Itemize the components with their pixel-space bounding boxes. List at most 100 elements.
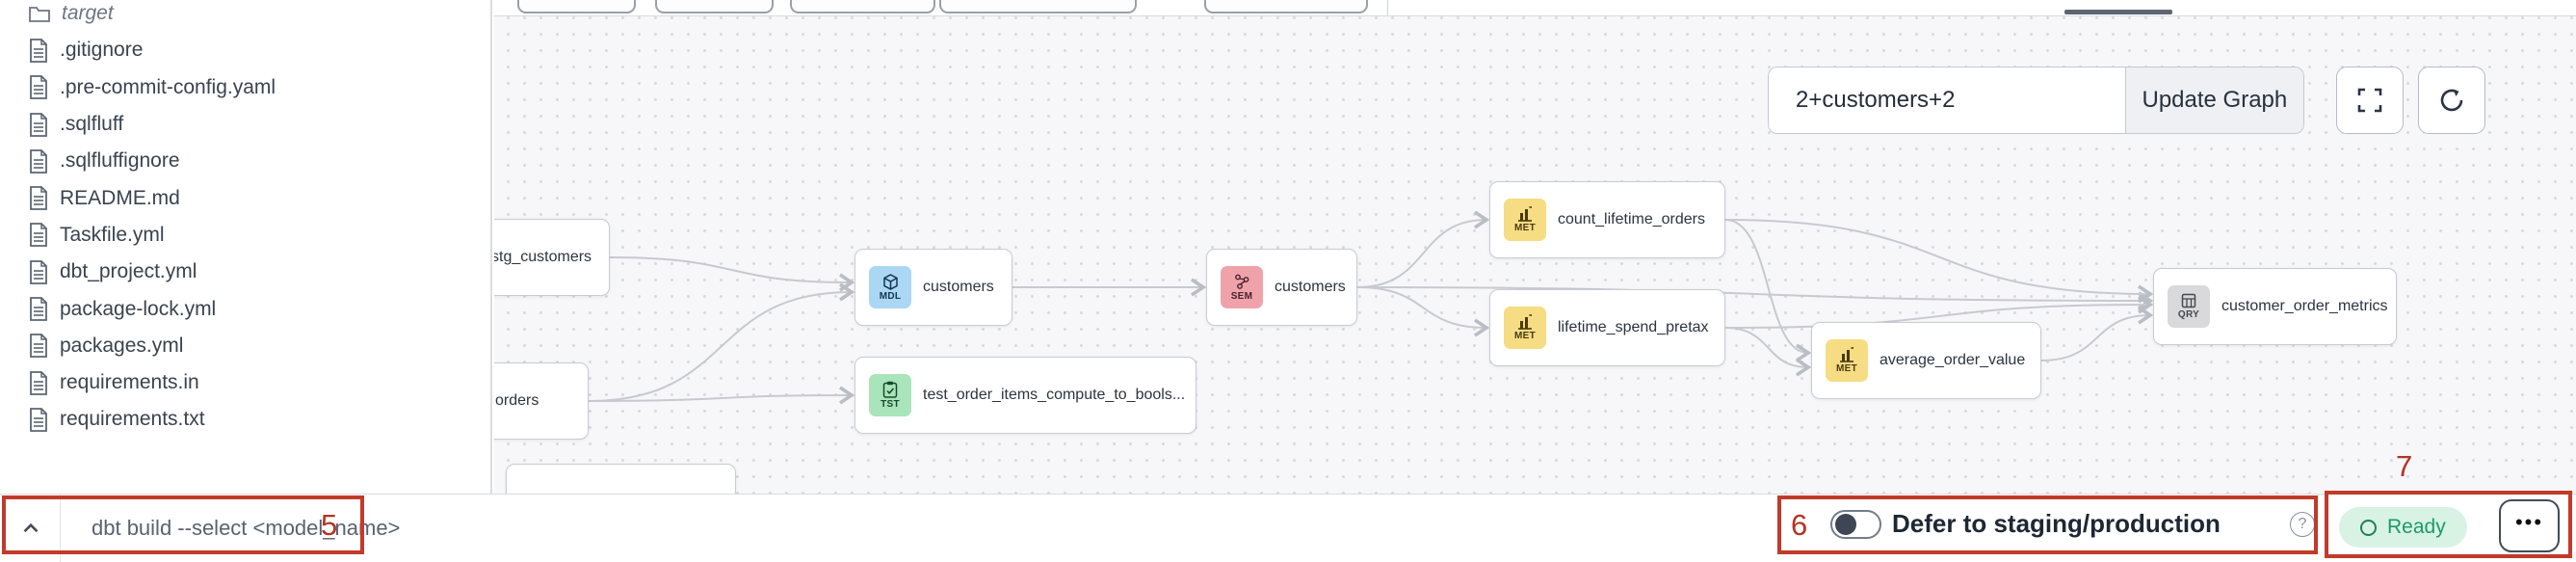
node-label: stg_customers	[494, 249, 592, 265]
status-badge[interactable]: Ready	[2339, 507, 2467, 548]
file-icon	[30, 186, 47, 211]
graph-node-count_lifetime_orders[interactable]: MET count_lifetime_orders	[1489, 181, 1725, 258]
graph-node-average_order_value[interactable]: MET average_order_value	[1811, 322, 2041, 399]
graph-edges	[588, 210, 2154, 405]
file-name: package-lock.yml	[60, 297, 217, 320]
node-label: customer_order_metrics	[2221, 298, 2388, 314]
file-name: Taskfile.yml	[60, 223, 165, 246]
toolbar-button-partial-1[interactable]	[517, 0, 636, 13]
graph-edge-stg_customers-to-customers_mdl	[609, 256, 855, 292]
graph-edge-orders-to-customers_mdl	[588, 282, 855, 402]
file-row-requirements-in[interactable]: requirements.in	[0, 364, 490, 401]
lineage-graph-canvas[interactable]: MDLstg_customersMDLorders MDL customersTST…	[494, 0, 2576, 494]
file-row--pre-commit-config-yaml[interactable]: .pre-commit-config.yaml	[0, 69, 490, 106]
graph-edge-customers_sem-to-lifetime_spend_pretax	[1356, 286, 1490, 337]
node-label: count_lifetime_orders	[1558, 211, 1705, 227]
met-badge-icon: MET	[1826, 339, 1868, 382]
file-icon	[30, 297, 47, 321]
file-icon	[30, 408, 47, 432]
file-row-requirements-txt[interactable]: requirements.txt	[0, 401, 490, 438]
file-row-package-lock-yml[interactable]: package-lock.yml	[0, 290, 490, 327]
fullscreen-button[interactable]	[2336, 67, 2404, 134]
file-list: target .gitignore .pre-commit-config.yaml.…	[0, 0, 490, 439]
file-name: requirements.txt	[60, 408, 205, 431]
file-name: README.md	[60, 186, 180, 209]
horizontal-scrollbar-thumb[interactable]	[2064, 10, 2172, 14]
file-icon	[30, 148, 47, 174]
refresh-icon	[2440, 89, 2463, 112]
toggle-knob	[1835, 514, 1856, 535]
status-text: Ready	[2387, 516, 2446, 538]
fullscreen-icon	[2357, 88, 2382, 113]
qry-badge-icon: QRY	[2168, 285, 2210, 328]
command-bar	[0, 494, 2576, 562]
file-row-readme-md[interactable]: README.md	[0, 179, 490, 216]
file-row--sqlfluffignore[interactable]: .sqlfluffignore	[0, 143, 490, 179]
file-name: target	[62, 2, 114, 25]
file-row--sqlfluff[interactable]: .sqlfluff	[0, 106, 490, 143]
toolbar-button-partial-4[interactable]	[939, 0, 1137, 13]
node-label: average_order_value	[1879, 352, 2026, 368]
status-ring-icon	[2360, 519, 2377, 536]
file-row-packages-yml[interactable]: packages.yml	[0, 328, 490, 364]
graph-node-lifetime_spend_pretax[interactable]: MET lifetime_spend_pretax	[1489, 289, 1725, 366]
file-name: dbt_project.yml	[60, 260, 197, 283]
file-name: .sqlfluff	[60, 113, 124, 136]
graph-edge-lifetime_spend_pretax-to-customer_order_metrics	[1724, 295, 2154, 329]
toolbar-divider	[1387, 0, 1388, 15]
more-options-button[interactable]: •••	[2499, 499, 2560, 552]
defer-toggle[interactable]	[1830, 510, 1881, 539]
node-label: customers	[1275, 279, 1346, 295]
graph-edge-count_lifetime_orders-to-average_order_value	[1724, 219, 1812, 362]
file-icon	[30, 223, 47, 248]
defer-label: Defer to staging/production	[1892, 509, 2221, 538]
graph-selector-input[interactable]	[1769, 67, 2125, 133]
file-icon	[30, 112, 47, 137]
toolbar-button-partial-3[interactable]	[790, 0, 935, 13]
update-graph-button[interactable]: Update Graph	[2124, 67, 2303, 133]
node-label: lifetime_spend_pretax	[1558, 319, 1709, 335]
mdl-badge-icon: MDL	[869, 266, 911, 308]
graph-node-customer_order_metrics[interactable]: QRY customer_order_metrics	[2153, 268, 2397, 345]
node-label: test_order_items_compute_to_bools...	[923, 387, 1186, 403]
file-row--gitignore[interactable]: .gitignore	[0, 32, 490, 68]
refresh-button[interactable]	[2418, 67, 2485, 134]
graph-edge-customers_sem-to-count_lifetime_orders	[1356, 210, 1490, 288]
met-badge-icon: MET	[1504, 199, 1546, 241]
file-name: .sqlfluffignore	[60, 149, 180, 173]
chevron-up-icon	[23, 522, 39, 533]
graph-node-customers_sem[interactable]: SEM customers	[1206, 249, 1357, 326]
graph-node-stg_customers[interactable]: MDLstg_customers	[494, 219, 610, 296]
file-explorer: target .gitignore .pre-commit-config.yaml.…	[0, 0, 492, 494]
graph-edge-average_order_value-to-customer_order_metrics	[2040, 306, 2154, 361]
file-icon	[30, 259, 47, 284]
file-row-dbt-project-yml[interactable]: dbt_project.yml	[0, 254, 490, 290]
collapse-panel-button[interactable]	[12, 511, 50, 546]
node-label: customers	[923, 279, 994, 295]
graph-edge-count_lifetime_orders-to-customer_order_metrics	[1724, 219, 2154, 304]
sem-badge-icon: SEM	[1221, 266, 1263, 308]
graph-selector-group: Update Graph	[1768, 67, 2304, 134]
met-badge-icon: MET	[1504, 307, 1546, 349]
toolbar-button-partial-2[interactable]	[655, 0, 774, 13]
tst-badge-icon: TST	[869, 374, 911, 416]
command-bar-divider	[60, 495, 61, 562]
command-input[interactable]	[92, 495, 573, 562]
file-icon	[30, 39, 47, 63]
graph-edge-orders-to-test_bools	[588, 386, 855, 405]
file-icon	[30, 370, 47, 395]
graph-node-clipped_bottom[interactable]	[506, 464, 736, 494]
graph-node-test_bools[interactable]: TST test_order_items_compute_to_bools...	[854, 357, 1196, 434]
help-icon[interactable]: ?	[2290, 512, 2315, 537]
file-name: packages.yml	[60, 334, 184, 357]
file-name: requirements.in	[60, 371, 199, 394]
toolbar-button-partial-5[interactable]	[1204, 0, 1368, 13]
file-row-taskfile-yml[interactable]: Taskfile.yml	[0, 217, 490, 254]
graph-edge-lifetime_spend_pretax-to-average_order_value	[1724, 327, 1812, 377]
file-name: .gitignore	[60, 39, 144, 62]
file-row-target[interactable]: target	[0, 0, 490, 32]
graph-top-toolbar	[494, 0, 2576, 16]
graph-node-orders[interactable]: MDLorders	[494, 362, 589, 440]
file-icon	[30, 75, 47, 100]
graph-node-customers_mdl[interactable]: MDL customers	[854, 249, 1012, 326]
